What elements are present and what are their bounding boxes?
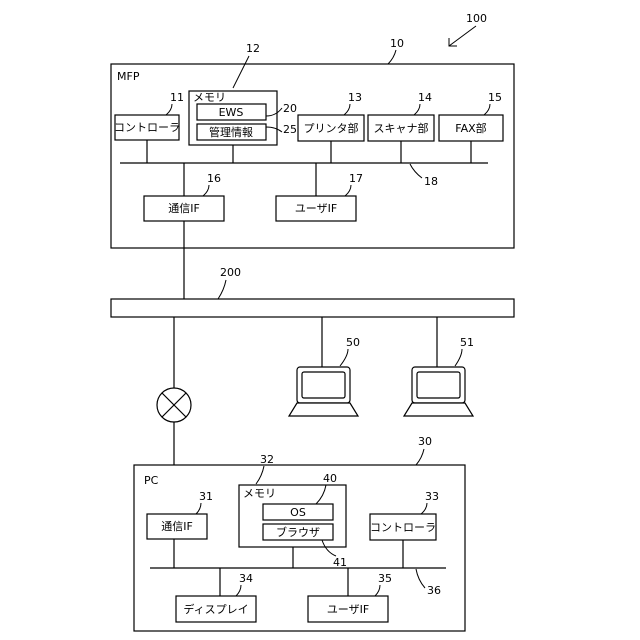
pc-user-if-ref: 35 [378,572,392,585]
network-group: 200 [111,266,514,317]
mfp-user-if-ref: 17 [349,172,363,185]
mfp-ews-label: EWS [219,106,244,119]
mfp-mgmt-label: 管理情報 [209,125,253,139]
pc-group: PC 30 36 通信IF 31 メモリ 32 OS 40 ブラウザ 41 コン… [134,435,465,631]
mfp-ref-leader [388,50,396,64]
terminal-50-group: 50 [289,317,360,416]
mfp-comm-if-ref: 16 [207,172,221,185]
mfp-controller-label: コントローラ [114,121,180,134]
mfp-ews-ref: 20 [283,102,297,115]
mfp-ref: 10 [390,37,404,50]
mfp-label: MFP [117,70,140,83]
mfp-memory-label: メモリ [193,91,226,104]
mfp-printer-ref: 13 [348,91,362,104]
pc-ref-leader [416,449,424,465]
pc-controller-ref: 33 [425,490,439,503]
mfp-fax-label: FAX部 [455,121,486,135]
terminal-51-ref: 51 [460,336,474,349]
pc-memory-label: メモリ [243,487,276,500]
network-ref: 200 [220,266,241,279]
pc-browser-label: ブラウザ [276,525,320,539]
pc-os-ref: 40 [323,472,337,485]
mfp-fax-ref: 15 [488,91,502,104]
figure-ref-label: 100 [466,12,487,25]
terminal-50-screen-inner [302,372,345,398]
pc-comm-if-label: 通信IF [161,520,193,533]
network-ref-leader [218,280,226,299]
mfp-user-if-label: ユーザIF [295,202,337,215]
mfp-memory-ref: 12 [246,42,260,55]
terminal-50-keyboard [289,403,358,416]
mfp-controller-ref: 11 [170,91,184,104]
pc-display-ref: 34 [239,572,253,585]
mfp-group: MFP 10 18 コントローラ 11 メモリ 12 EWS 20 管理情報 2… [111,37,514,299]
mfp-scanner-label: スキャナ部 [374,121,429,135]
pc-controller-label: コントローラ [370,521,436,534]
mfp-scanner-ref: 14 [418,91,432,104]
mfp-bus-ref: 18 [424,175,438,188]
terminal-51-ref-leader [455,349,462,366]
figure-ref-group: 100 [449,12,487,46]
pc-memory-ref: 32 [260,453,274,466]
figure-ref-arrow-shaft [449,26,476,46]
terminal-50-ref: 50 [346,336,360,349]
pc-browser-ref: 41 [333,556,347,569]
pc-bus-ref: 36 [427,584,441,597]
mfp-comm-if-label: 通信IF [168,202,200,215]
mfp-mgmt-ref: 25 [283,123,297,136]
pc-ref: 30 [418,435,432,448]
pc-label: PC [144,474,159,487]
pc-user-if-label: ユーザIF [327,603,369,616]
pc-comm-if-ref: 31 [199,490,213,503]
mfp-printer-label: プリンタ部 [304,121,359,135]
terminal-51-screen-inner [417,372,460,398]
terminal-51-group: 51 [404,317,474,416]
pc-os-label: OS [290,506,306,519]
terminal-50-ref-leader [340,349,348,366]
terminal-51-keyboard [404,403,473,416]
pc-display-label: ディスプレイ [183,602,248,616]
network-bus-box [111,299,514,317]
